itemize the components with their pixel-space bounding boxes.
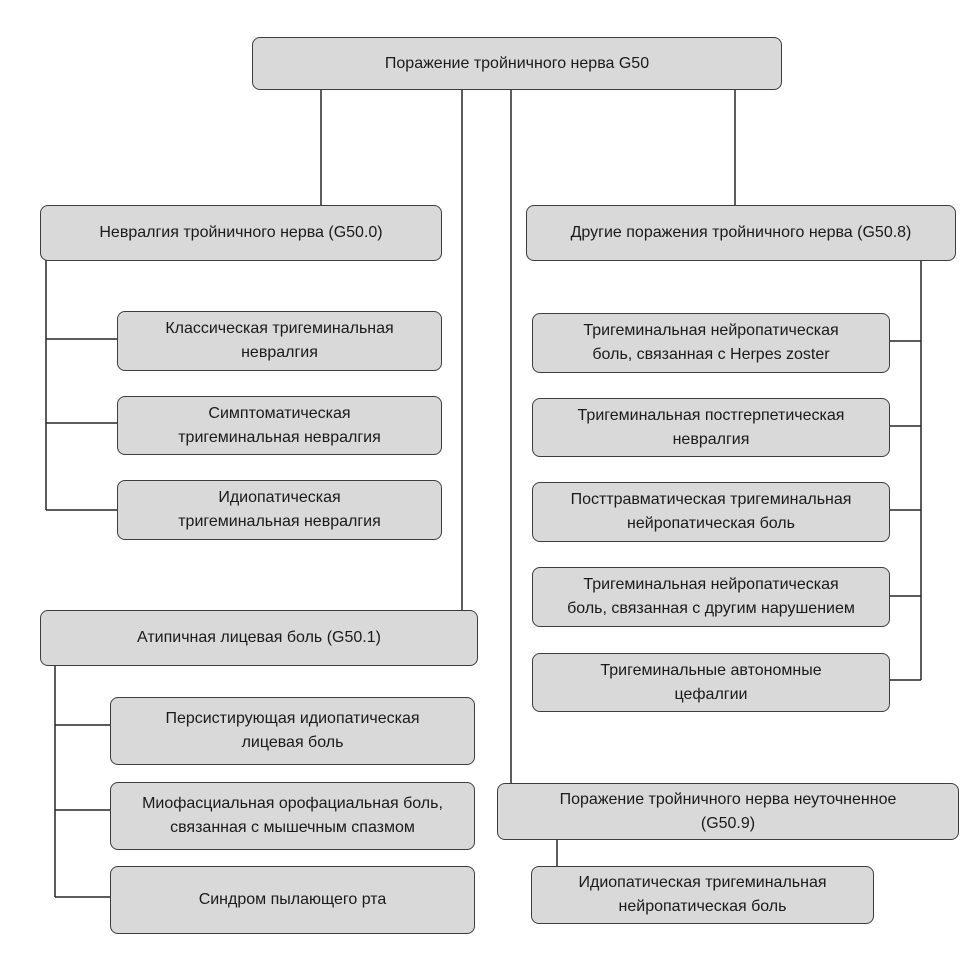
root-label: Поражение тройничного нерва G50 xyxy=(384,54,650,72)
category-g50-0-label: Невралгия тройничного нерва (G50.0) xyxy=(99,224,383,241)
g50-0-item-2: Симптоматическая тригеминальная невралги… xyxy=(117,396,442,455)
g50-1-item-3: Синдром пылающего рта xyxy=(110,866,475,934)
g50-8-item-3: Посттравматическая тригеминальная нейроп… xyxy=(532,482,890,542)
root-node: Поражение тройничного нерва G50 xyxy=(252,37,782,90)
g50-8-item-1: Тригеминальная нейропатическая боль, свя… xyxy=(532,313,890,373)
g50-0-item-1: Классическая тригеминальная невралгия xyxy=(117,311,442,371)
g50-8-item-2: Тригеминальная постгерпетическая невралг… xyxy=(532,398,890,457)
g50-8-item-3-label: Посттравматическая тригеминальная нейроп… xyxy=(570,491,852,532)
g50-8-item-1-label: Тригеминальная нейропатическая боль, свя… xyxy=(583,322,839,363)
g50-8-item-4-label: Тригеминальная нейропатическая боль, свя… xyxy=(567,576,855,617)
g50-1-item-2: Миофасциальная орофациальная боль, связа… xyxy=(110,782,475,850)
g50-8-item-4: Тригеминальная нейропатическая боль, свя… xyxy=(532,567,890,627)
g50-1-item-2-label: Миофасциальная орофациальная боль, связа… xyxy=(142,795,443,836)
g50-9-item-1-label: Идиопатическая тригеминальная нейропатич… xyxy=(578,874,827,915)
g50-1-item-3-label: Синдром пылающего рта xyxy=(198,891,387,908)
g50-0-item-3: Идиопатическая тригеминальная невралгия xyxy=(117,480,442,540)
g50-8-item-5: Тригеминальные автономные цефалгии xyxy=(532,653,890,712)
category-g50-1: Атипичная лицевая боль (G50.1) xyxy=(40,610,478,666)
g50-0-item-2-label: Симптоматическая тригеминальная невралги… xyxy=(178,404,381,446)
category-g50-9: Поражение тройничного нерва неуточненное… xyxy=(497,783,959,840)
g50-1-item-1: Персистирующая идиопатическая лицевая бо… xyxy=(110,697,475,765)
g50-0-item-1-label: Классическая тригеминальная невралгия xyxy=(165,320,394,361)
category-g50-9-label: Поражение тройничного нерва неуточненное… xyxy=(559,790,897,832)
g50-9-item-1: Идиопатическая тригеминальная нейропатич… xyxy=(531,866,874,924)
g50-0-item-3-label: Идиопатическая тригеминальная невралгия xyxy=(178,489,381,530)
category-g50-8-label: Другие поражения тройничного нерва (G50.… xyxy=(570,224,912,241)
g50-1-item-1-label: Персистирующая идиопатическая лицевая бо… xyxy=(165,710,420,751)
category-g50-0: Невралгия тройничного нерва (G50.0) xyxy=(40,205,442,261)
g50-8-item-5-label: Тригеминальные автономные цефалгии xyxy=(600,661,822,703)
category-g50-1-label: Атипичная лицевая боль (G50.1) xyxy=(137,629,381,646)
g50-8-item-2-label: Тригеминальная постгерпетическая невралг… xyxy=(577,406,845,448)
category-g50-8: Другие поражения тройничного нерва (G50.… xyxy=(526,205,956,261)
